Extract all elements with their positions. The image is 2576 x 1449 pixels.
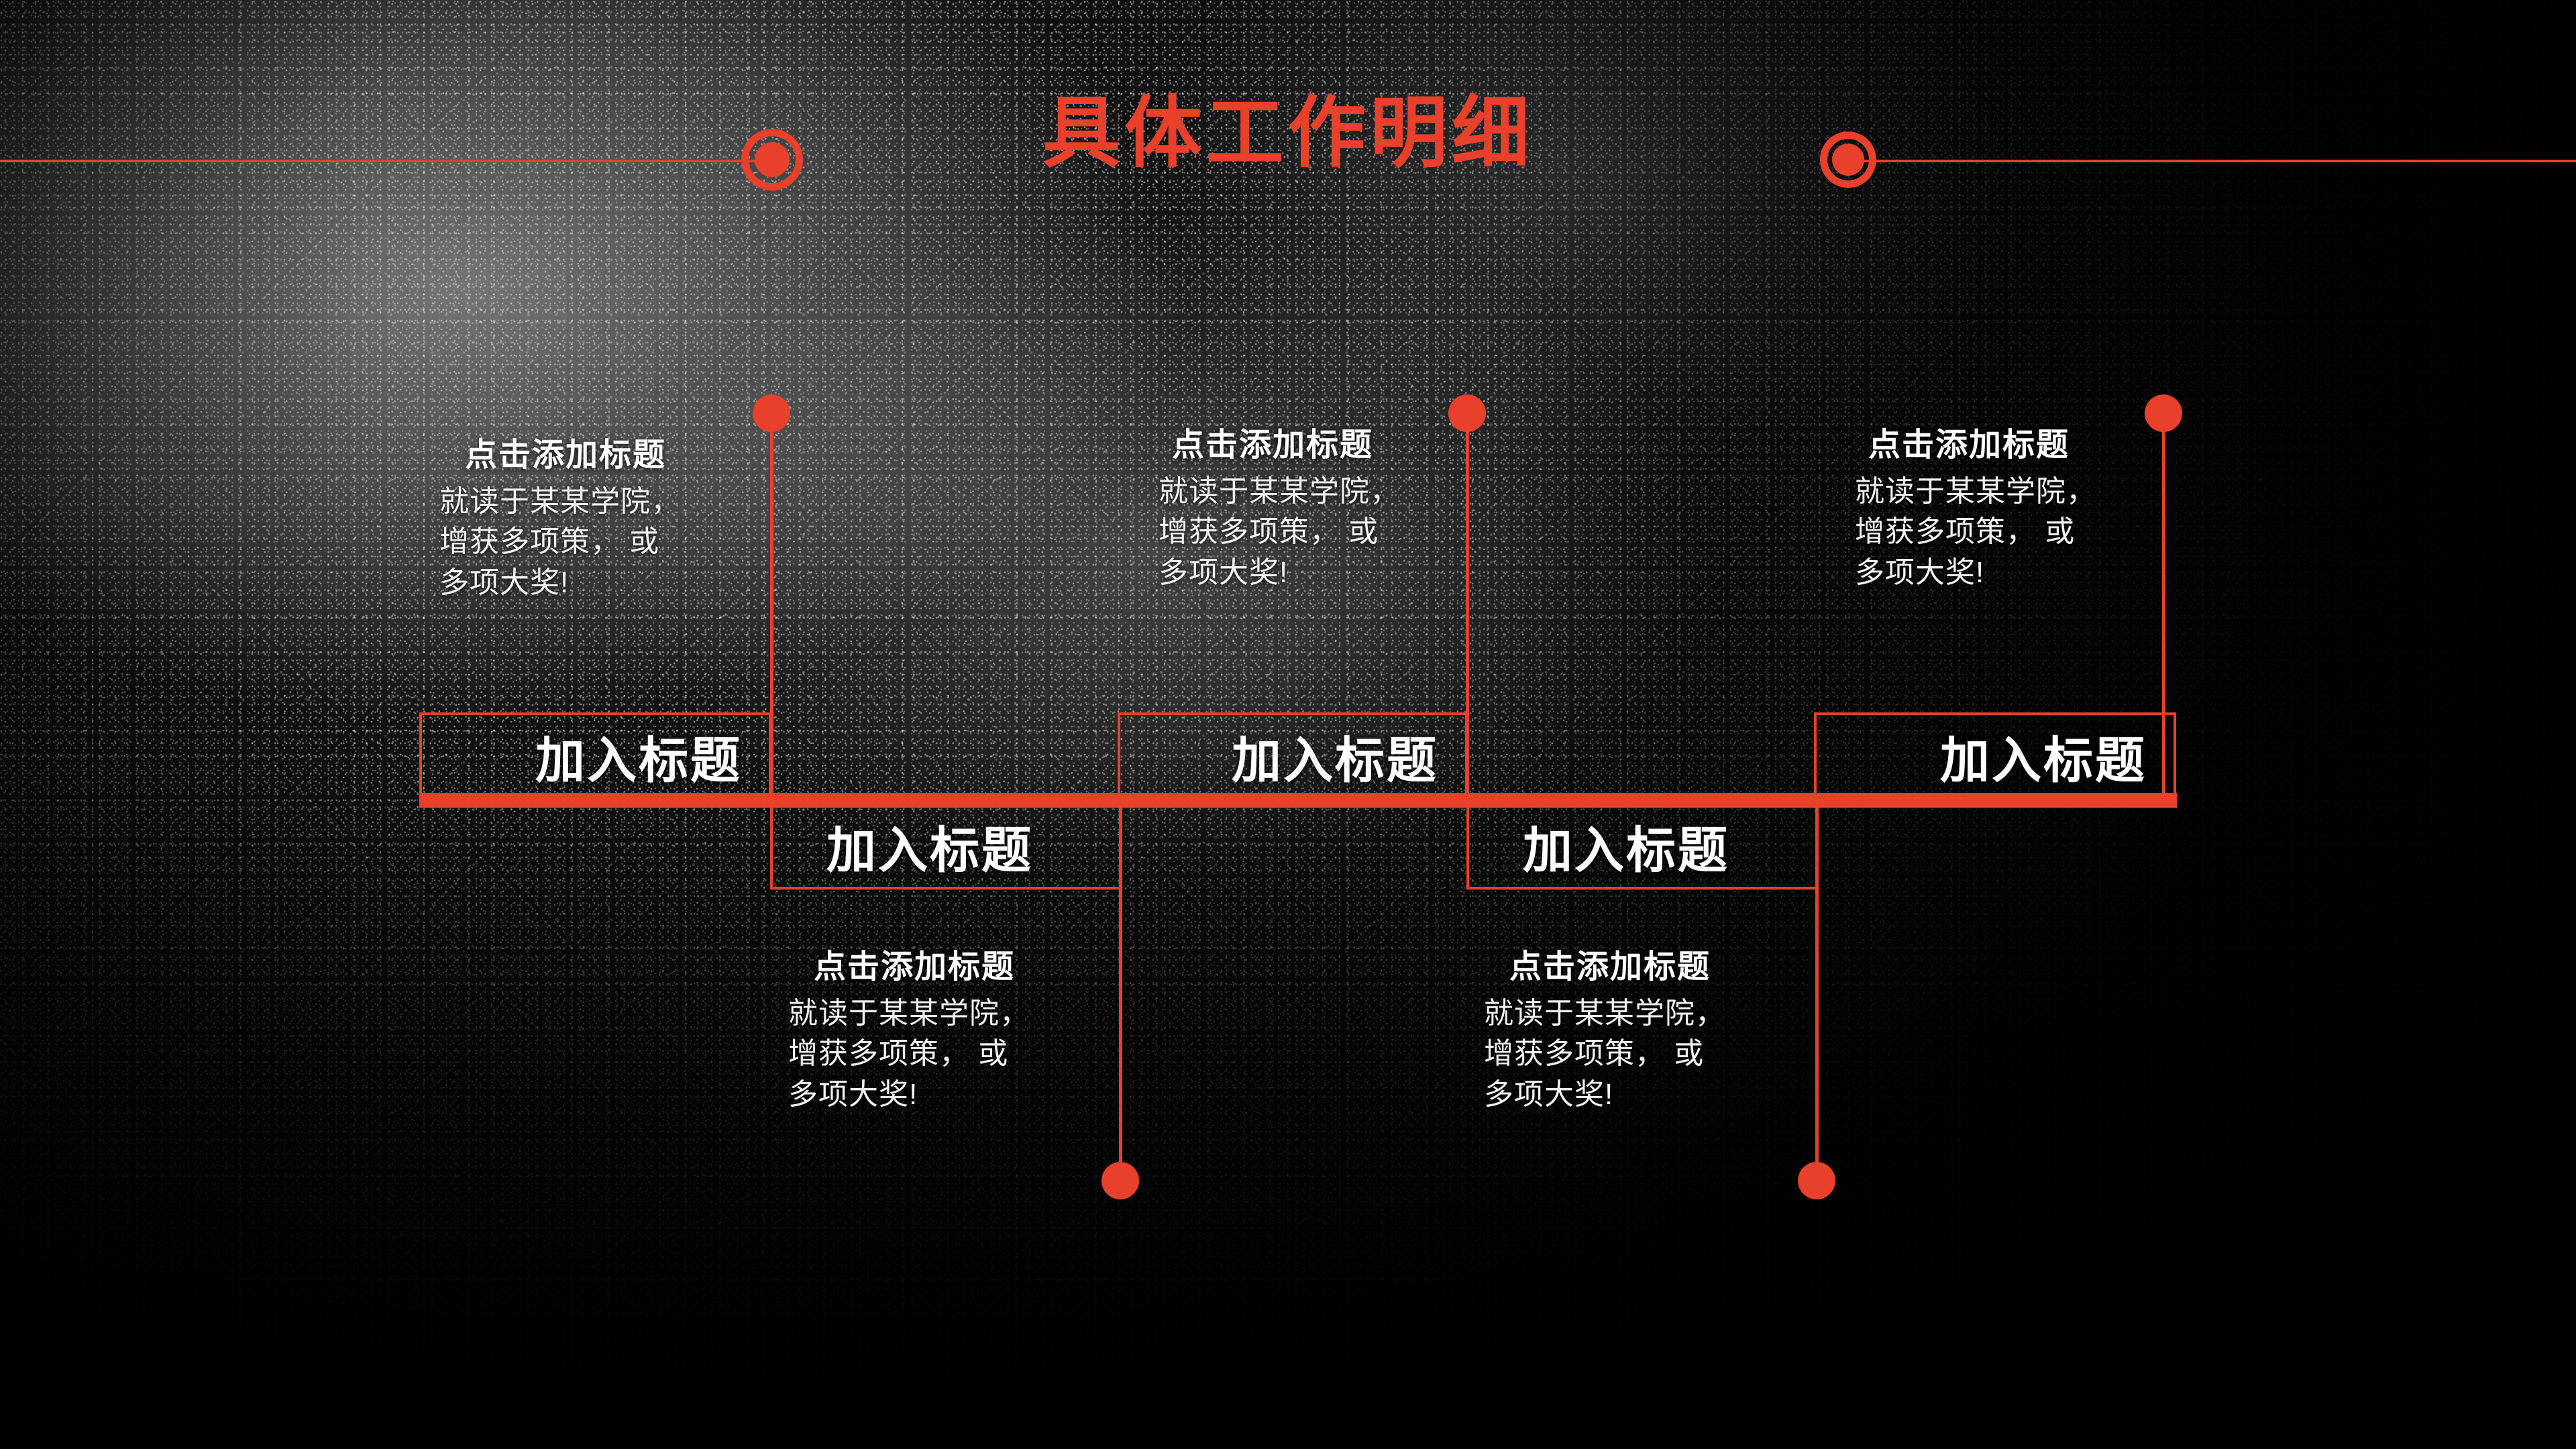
timeline-text-heading: 点击添加标题 (1868, 427, 2070, 463)
timeline-stem-up-1 (770, 429, 773, 798)
timeline-node-up-1 (753, 394, 790, 432)
header-rule-left (0, 160, 778, 162)
timeline-stem-up-3 (2162, 429, 2165, 798)
timeline-text-line-2: 增获多项策， 或 (1159, 515, 1379, 549)
timeline-text-line-3: 多项大奖! (439, 566, 570, 600)
timeline-text-line-2: 增获多项策， 或 (788, 1037, 1009, 1071)
timeline-text-line-1: 就读于某某学院， (1855, 474, 2096, 508)
timeline-text-heading: 点击添加标题 (1509, 949, 1711, 985)
timeline-box-2[interactable]: 加入标题 (770, 802, 1122, 890)
timeline-text-block-3: 点击添加标题 就读于某某学院， 增获多项策， 或 多项大奖! (1159, 427, 1534, 594)
timeline-node-up-2 (1448, 394, 1486, 432)
timeline-box-5[interactable]: 加入标题 (1814, 712, 2176, 800)
timeline-text-heading: 点击添加标题 (1172, 427, 1374, 463)
timeline-box-label: 加入标题 (1523, 822, 1729, 878)
timeline-text-line-2: 增获多项策， 或 (1855, 515, 2076, 549)
timeline-node-down-1 (1102, 1162, 1139, 1199)
header-dot-right-icon (1832, 144, 1864, 176)
timeline-text-line-2: 增获多项策， 或 (1484, 1037, 1705, 1071)
timeline-box-label: 加入标题 (535, 732, 742, 788)
timeline-text-line-2: 增获多项策， 或 (439, 525, 660, 559)
timeline-node-down-2 (1798, 1162, 1835, 1199)
timeline-box-3[interactable]: 加入标题 (1118, 712, 1468, 800)
timeline-stem-up-2 (1466, 429, 1469, 798)
timeline-text-line-1: 就读于某某学院， (1159, 474, 1400, 508)
timeline-text-block-1: 点击添加标题 就读于某某学院， 增获多项策， 或 多项大奖! (439, 437, 815, 604)
timeline-text-block-4: 点击添加标题 就读于某某学院， 增获多项策， 或 多项大奖! (1484, 949, 1860, 1116)
timeline-text-heading: 点击添加标题 (465, 437, 667, 473)
header-ring-right-icon (1820, 131, 1876, 188)
timeline-box-label: 加入标题 (1940, 732, 2147, 788)
timeline-stem-down-2 (1815, 805, 1819, 1181)
timeline-text-line-3: 多项大奖! (788, 1078, 918, 1112)
page-title: 具体工作明细 (1042, 89, 1534, 176)
header-ring-left-icon (741, 129, 803, 191)
timeline-text-block-5: 点击添加标题 就读于某某学院， 增获多项策， 或 多项大奖! (1855, 427, 2231, 594)
timeline-text-heading: 点击添加标题 (814, 949, 1016, 985)
timeline-box-4[interactable]: 加入标题 (1466, 802, 1818, 890)
timeline-text-line-1: 就读于某某学院， (788, 996, 1030, 1030)
timeline-box-label: 加入标题 (826, 822, 1033, 878)
timeline-node-up-3 (2145, 394, 2182, 432)
timeline-text-line-3: 多项大奖! (1484, 1078, 1614, 1112)
timeline-text-line-1: 就读于某某学院， (1484, 996, 1725, 1030)
timeline-box-1[interactable]: 加入标题 (419, 712, 771, 800)
timeline-text-line-3: 多项大奖! (1159, 556, 1289, 590)
timeline-text-line-1: 就读于某某学院， (439, 484, 681, 518)
header-rule-right (1858, 160, 2576, 162)
timeline-spine (419, 793, 2177, 808)
timeline-text-line-3: 多项大奖! (1855, 556, 1985, 590)
timeline-stem-down-1 (1119, 805, 1122, 1181)
header-dot-left-icon (755, 142, 790, 177)
timeline-text-block-2: 点击添加标题 就读于某某学院， 增获多项策， 或 多项大奖! (788, 949, 1164, 1116)
timeline-box-label: 加入标题 (1232, 732, 1438, 788)
